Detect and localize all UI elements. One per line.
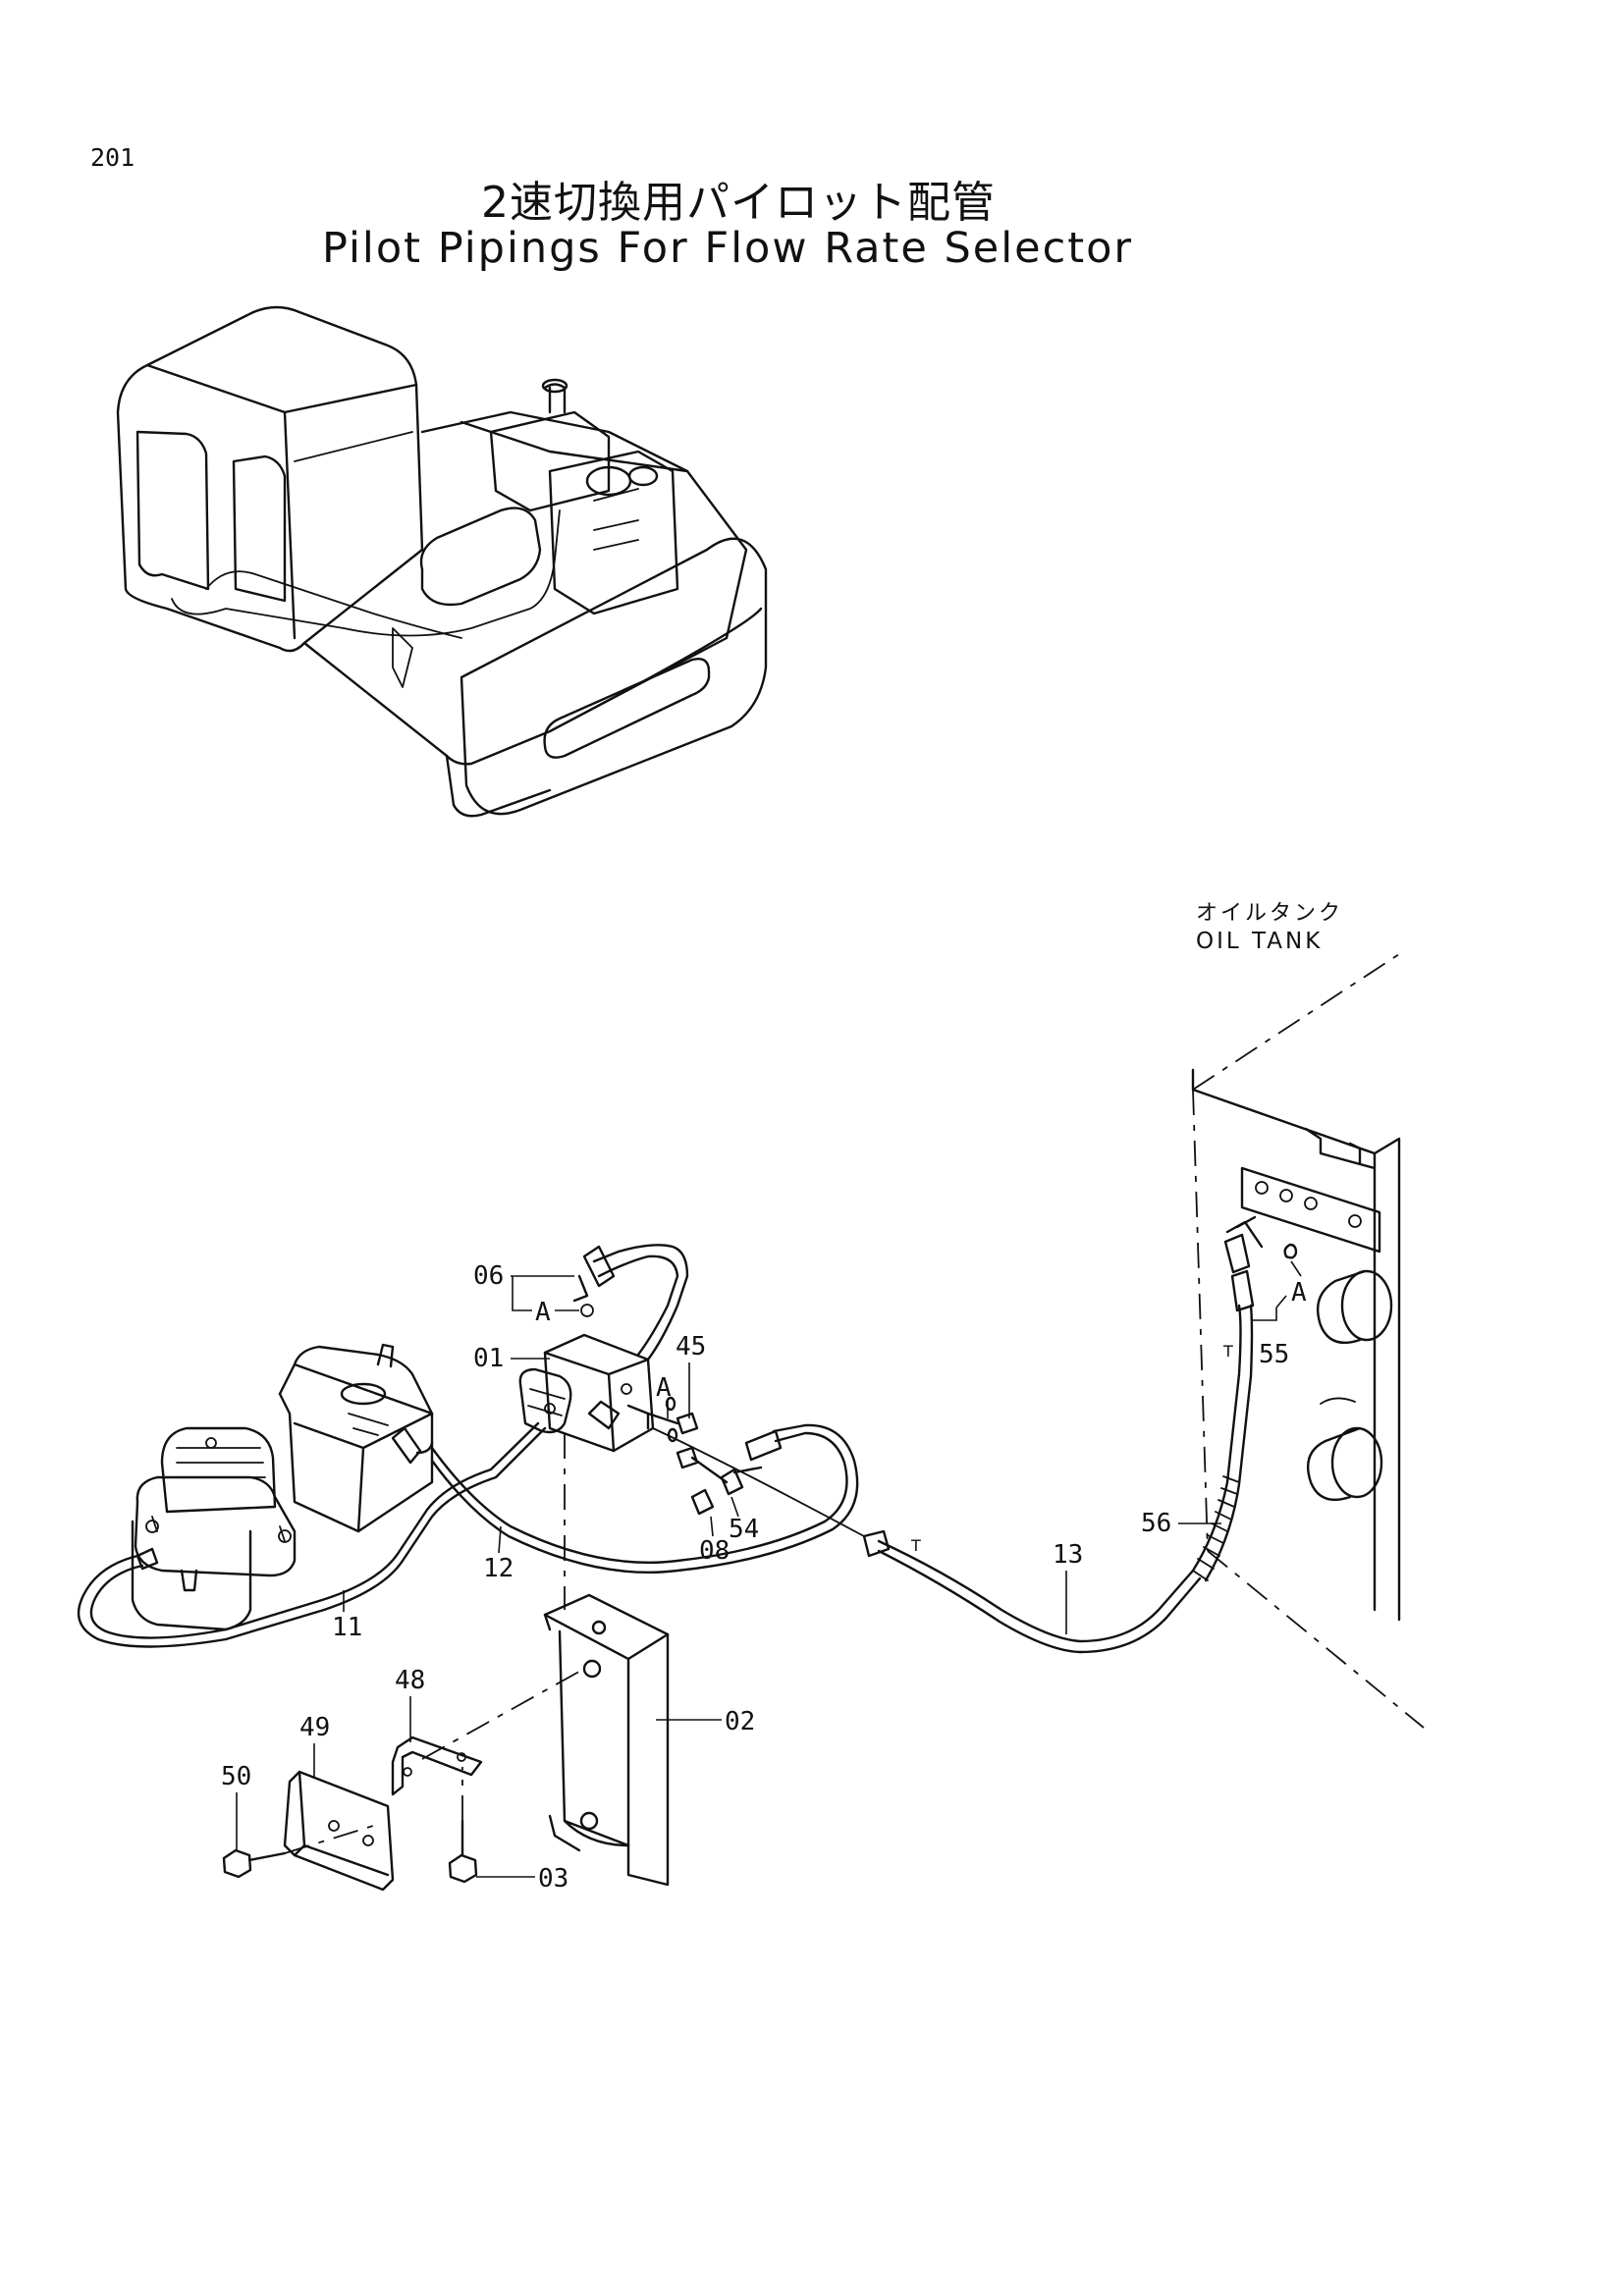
- svg-text:02: 02: [725, 1707, 755, 1736]
- overview-hose: [171, 509, 561, 637]
- tank-block-upper: [489, 410, 611, 512]
- hose-06: [572, 1244, 689, 1362]
- oil-tank-label-japanese: オイルタンク: [1196, 901, 1344, 926]
- tank-block-lower: [548, 450, 679, 615]
- callout-48: 48: [395, 1666, 425, 1742]
- callout-T-13: T: [910, 1536, 921, 1555]
- svg-text:50: 50: [221, 1762, 251, 1791]
- tank-port-lower: [1306, 1426, 1362, 1502]
- callout-55: 55 A: [1253, 1260, 1307, 1369]
- hose-56: [1191, 1215, 1264, 1582]
- svg-text:T: T: [910, 1536, 921, 1555]
- callout-02: 02: [656, 1707, 755, 1736]
- callout-08: 08: [699, 1516, 730, 1566]
- callout-12: 12: [483, 1525, 514, 1583]
- callout-03: 03: [476, 1864, 568, 1894]
- callout-45: 45 A: [656, 1332, 706, 1418]
- svg-text:11: 11: [332, 1613, 362, 1642]
- pilot-control-valve: [131, 1426, 297, 1631]
- title-japanese: 2速切換用パイロット配管: [481, 178, 996, 228]
- tank-port-bar: [1240, 1166, 1381, 1254]
- operator-seat: [419, 507, 542, 607]
- svg-text:A: A: [1291, 1278, 1307, 1308]
- svg-text:55: 55: [1259, 1340, 1289, 1369]
- oil-tank: [1191, 953, 1425, 1729]
- svg-text:12: 12: [483, 1554, 514, 1583]
- pilot-valve-second: [278, 1343, 434, 1533]
- tank-port-upper: [1316, 1269, 1367, 1345]
- hose-11: [77, 1421, 547, 1648]
- oil-tank-label-english: OIL TANK: [1196, 929, 1324, 954]
- svg-text:01: 01: [473, 1344, 504, 1373]
- svg-text:45: 45: [676, 1332, 706, 1362]
- page-number: 201: [90, 143, 135, 172]
- svg-text:A: A: [535, 1298, 551, 1327]
- counterweight-slot: [543, 658, 711, 759]
- callout-11: 11: [332, 1590, 362, 1642]
- svg-text:56: 56: [1141, 1509, 1171, 1538]
- callout-50: 50: [221, 1762, 251, 1850]
- svg-text:54: 54: [729, 1515, 759, 1544]
- counterweight: [460, 537, 768, 816]
- cab-outline: [116, 305, 424, 653]
- svg-text:T: T: [1222, 1342, 1233, 1361]
- callout-06: 06 A: [473, 1261, 594, 1327]
- svg-text:13: 13: [1053, 1540, 1083, 1570]
- svg-text:08: 08: [699, 1536, 730, 1566]
- fittings: [646, 1243, 1298, 1537]
- svg-text:49: 49: [299, 1713, 330, 1742]
- upper-structure: [302, 410, 748, 766]
- hose-13: [862, 1529, 1202, 1654]
- excavator-overview: [116, 305, 768, 818]
- bracket: [543, 1593, 670, 1887]
- svg-text:A: A: [656, 1373, 672, 1403]
- bolt-03: [448, 1819, 478, 1884]
- callout-49: 49: [299, 1713, 330, 1779]
- callout-54: 54: [729, 1496, 759, 1544]
- title-english: Pilot Pipings For Flow Rate Selector: [322, 224, 1134, 273]
- cab-window-front: [135, 430, 210, 591]
- svg-text:48: 48: [395, 1666, 425, 1695]
- cab-window-side: [232, 454, 287, 603]
- callout-T-56: T: [1222, 1342, 1233, 1361]
- hose-12: [430, 1423, 859, 1574]
- callout-13: 13: [1053, 1540, 1083, 1634]
- svg-text:06: 06: [473, 1261, 504, 1291]
- bracket-48: [391, 1735, 483, 1796]
- callout-01: 01: [473, 1344, 550, 1373]
- svg-text:03: 03: [538, 1864, 568, 1894]
- callout-56: 56: [1141, 1509, 1221, 1538]
- bolt-50: [222, 1848, 287, 1879]
